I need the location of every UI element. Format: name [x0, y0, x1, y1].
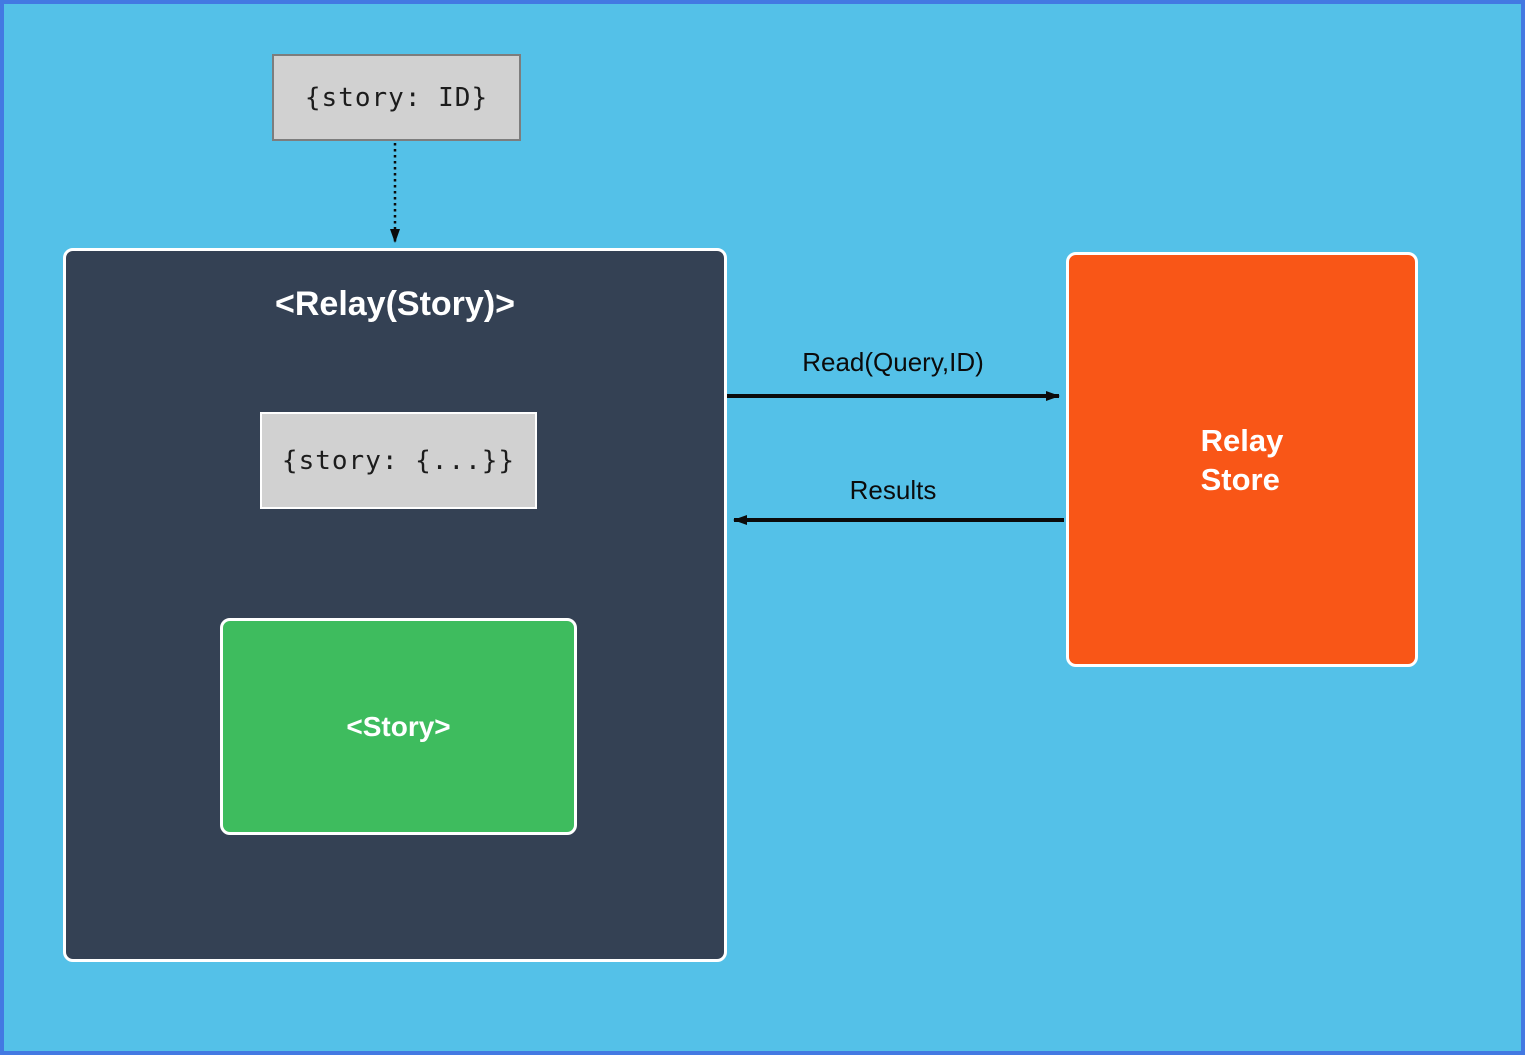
node-story-id-label: {story: ID} [304, 82, 489, 113]
node-story-id: {story: ID} [272, 54, 521, 141]
node-story-component: <Story> [220, 618, 577, 835]
node-relay-store-label: Relay Store [1200, 422, 1284, 497]
node-story-component-label: <Story> [346, 710, 451, 742]
node-relay-store: Relay Store [1066, 252, 1418, 667]
node-story-object-label: {story: {...}} [281, 445, 516, 476]
node-relay-story-container: <Relay(Story)> {story: {...}} <Story> [63, 248, 727, 962]
results-arrow-label: Results [849, 475, 937, 505]
node-story-object: {story: {...}} [260, 412, 537, 509]
relay-container-title: <Relay(Story)> [275, 285, 515, 323]
read-arrow-label: Read(Query,ID) [802, 347, 984, 377]
